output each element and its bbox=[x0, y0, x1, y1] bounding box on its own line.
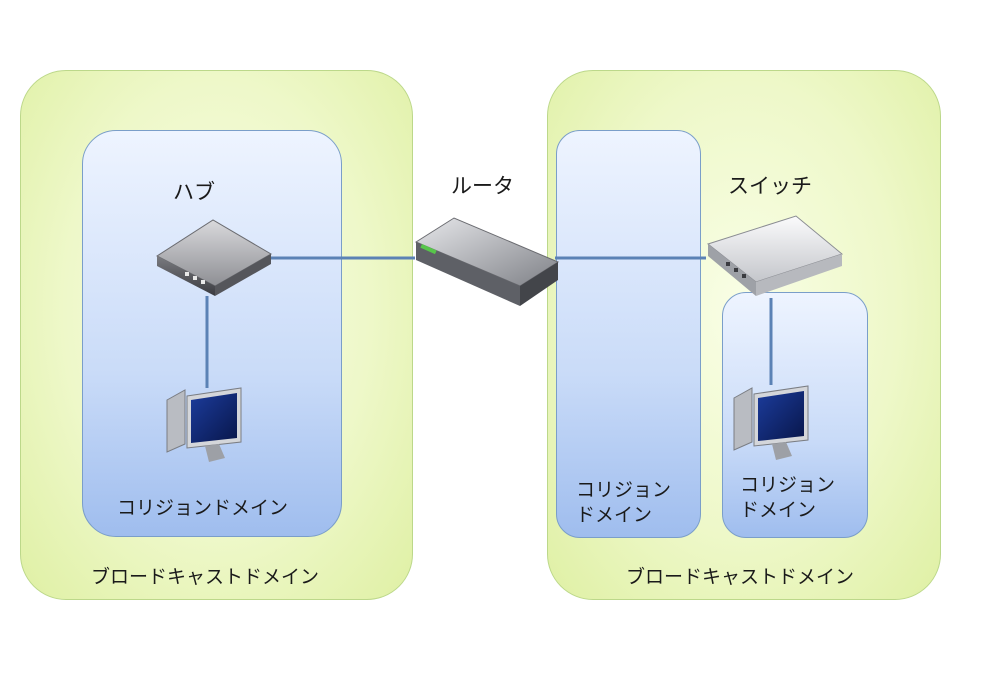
broadcast-domain-label-right: ブロードキャストドメイン bbox=[626, 566, 855, 588]
collision-domain-label-right-2-line2: ドメイン bbox=[740, 499, 817, 521]
switch-label: スイッチ bbox=[728, 174, 812, 198]
collision-domain-label-right-1-line2: ドメイン bbox=[576, 504, 653, 526]
pc-icon bbox=[732, 384, 812, 466]
collision-domain-label-left: コリジョンドメイン bbox=[117, 497, 289, 519]
collision-domain-label-right-2-line1: コリジョン bbox=[740, 474, 836, 496]
pc-icon bbox=[165, 386, 245, 468]
broadcast-domain-label-left: ブロードキャストドメイン bbox=[91, 566, 320, 588]
switch-icon bbox=[706, 214, 844, 304]
router-icon bbox=[414, 212, 560, 314]
router-label: ルータ bbox=[451, 174, 514, 198]
hub-label: ハブ bbox=[173, 180, 215, 204]
collision-domain-label-right-1-line1: コリジョン bbox=[576, 479, 672, 501]
collision-domain-left bbox=[82, 130, 342, 537]
hub-icon bbox=[155, 214, 273, 302]
collision-domain-right-1 bbox=[556, 130, 701, 538]
